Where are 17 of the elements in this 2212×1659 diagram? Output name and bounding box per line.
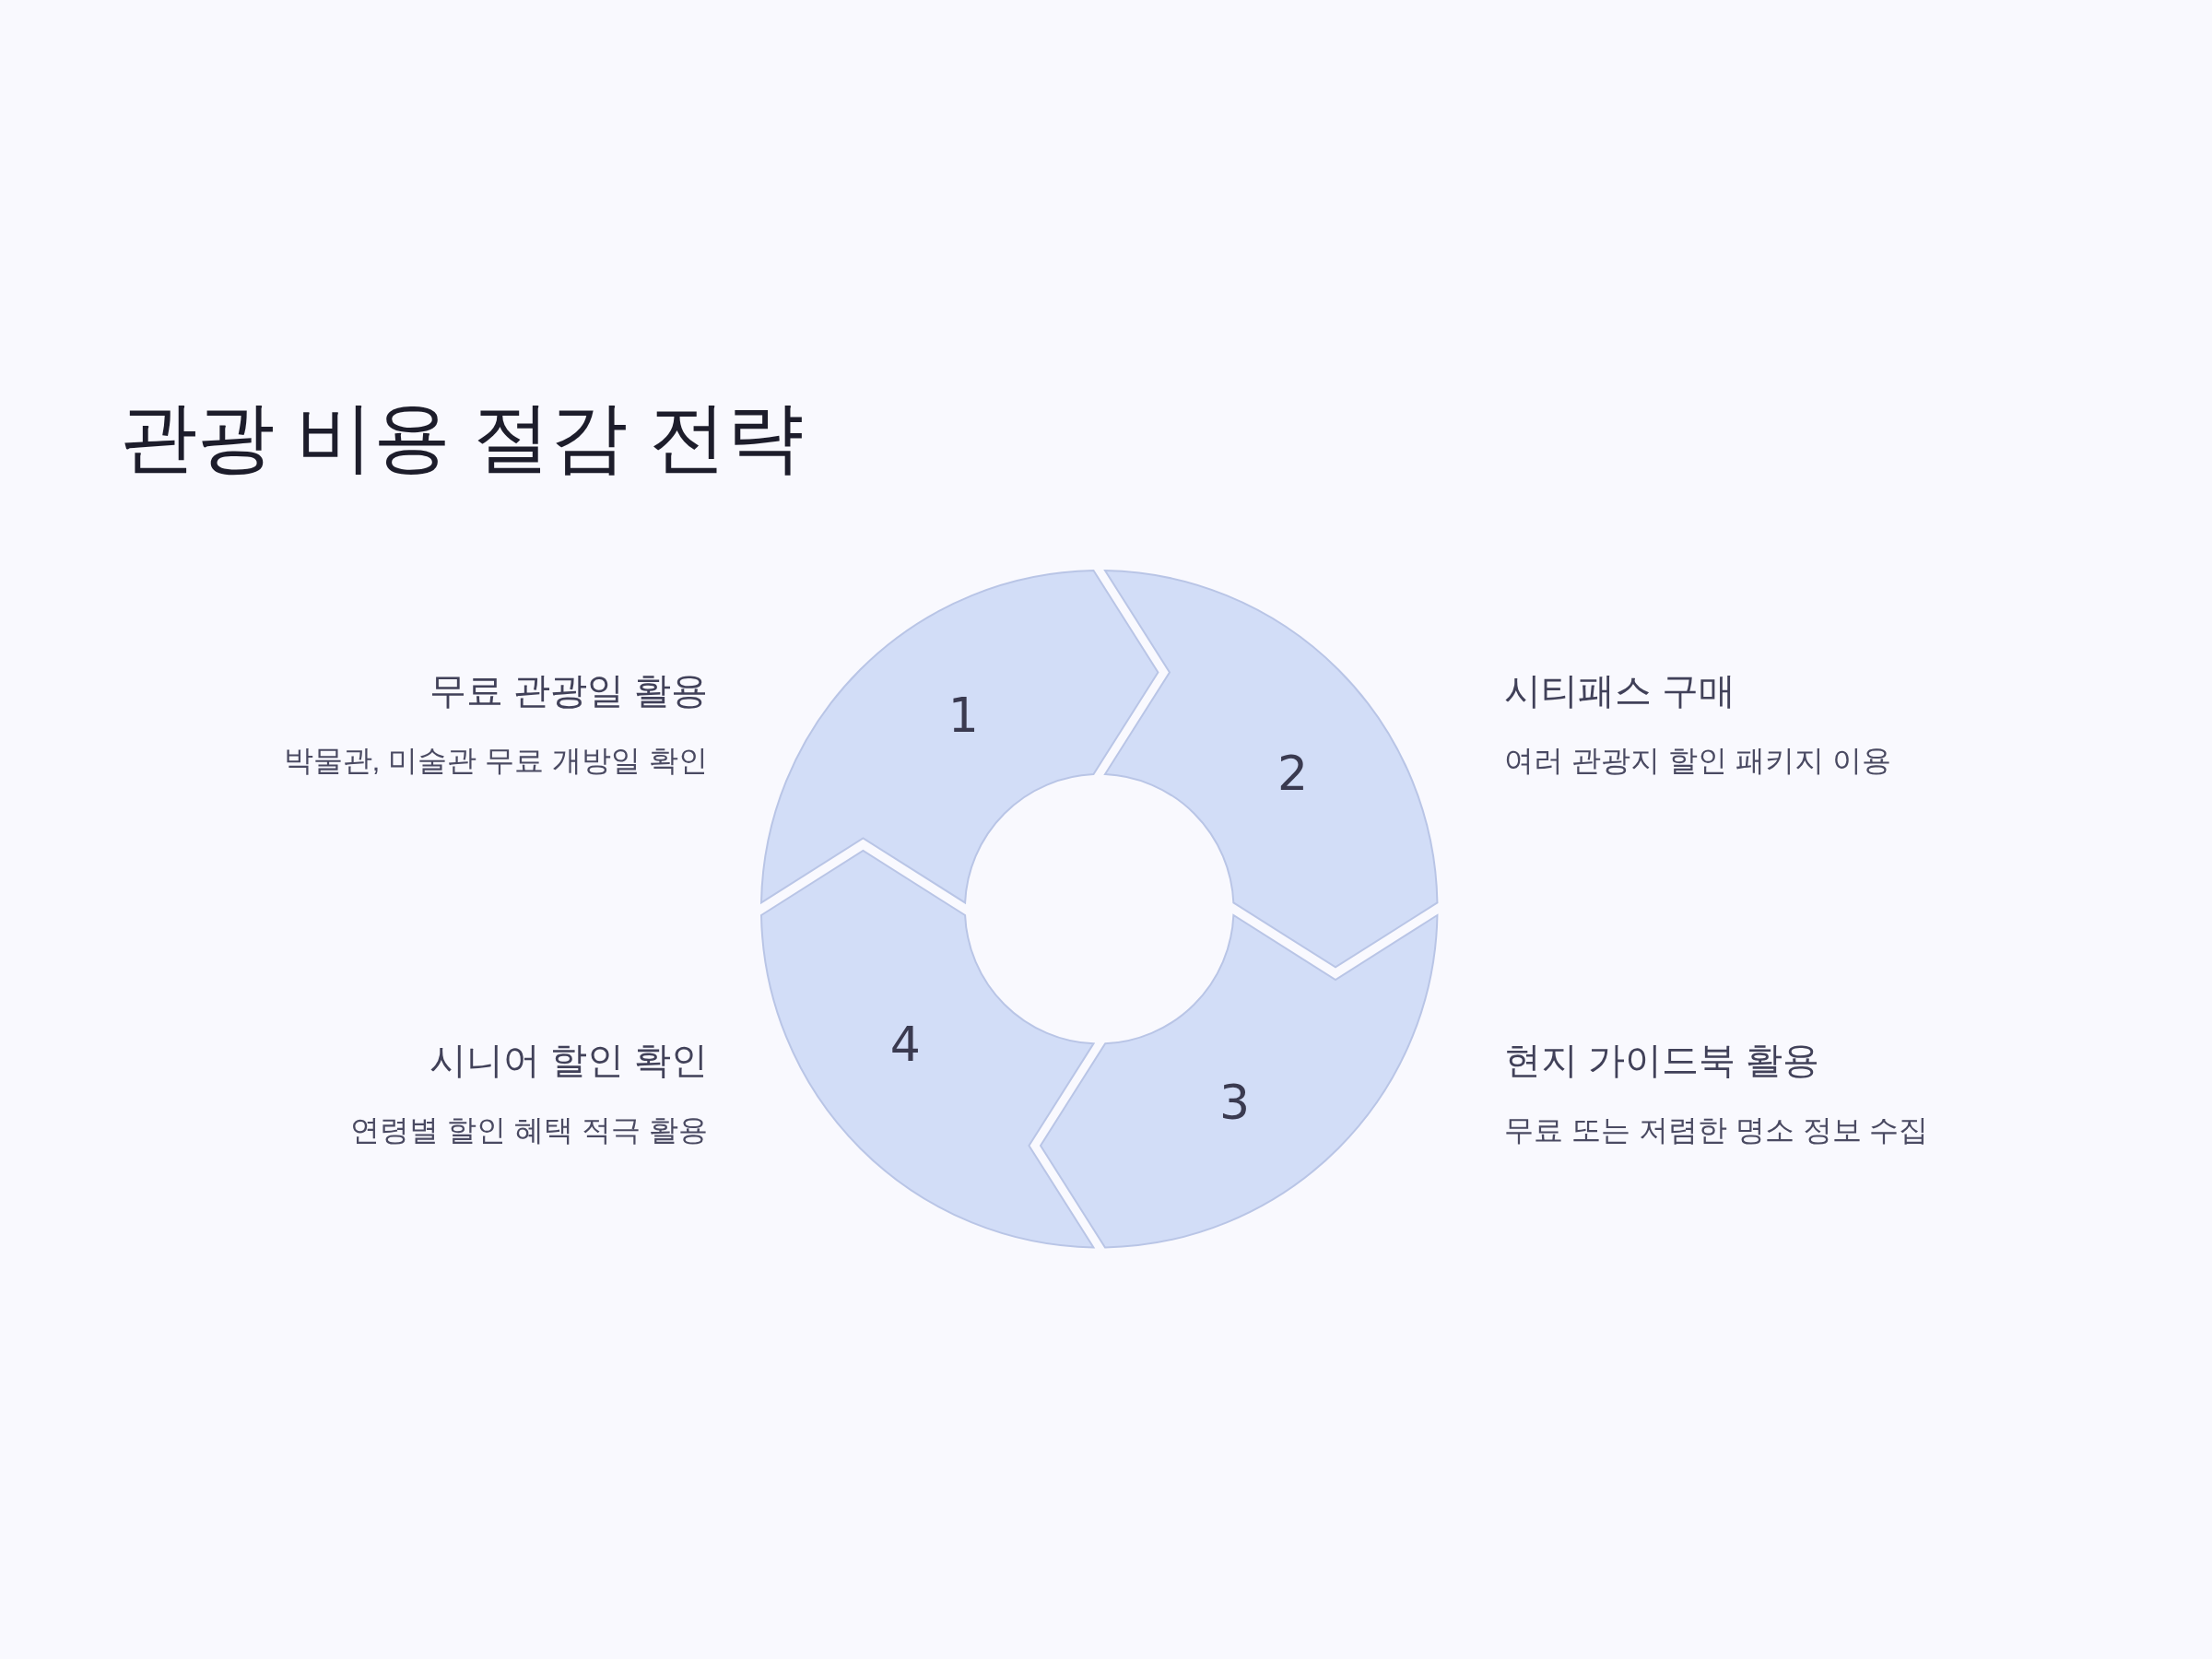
- arrow-segment: [759, 570, 1159, 904]
- step-description: 여러 관광지 할인 패키지 이용: [1504, 743, 1891, 779]
- arrow-segment: [1104, 570, 1439, 969]
- step-description: 무료 또는 저렴한 명소 정보 수집: [1504, 1112, 1929, 1148]
- step-title: 시티패스 구매: [1504, 669, 1736, 712]
- step-number: 1: [947, 690, 979, 739]
- arrow-segment: [759, 849, 1094, 1248]
- step-title: 현지 가이드북 활용: [1504, 1039, 1820, 1082]
- step-number: 2: [1277, 748, 1309, 797]
- arrow-segment: [1040, 913, 1439, 1248]
- title: 관광 비용 절감 전략: [120, 393, 804, 482]
- step-number: 3: [1219, 1078, 1251, 1127]
- step-number: 4: [889, 1020, 921, 1069]
- step-title: 무료 관광일 활용: [429, 669, 708, 712]
- step-description: 연령별 할인 혜택 적극 활용: [350, 1112, 708, 1148]
- step-description: 박물관, 미술관 무료 개방일 확인: [283, 743, 708, 779]
- step-title: 시니어 할인 확인: [429, 1039, 708, 1082]
